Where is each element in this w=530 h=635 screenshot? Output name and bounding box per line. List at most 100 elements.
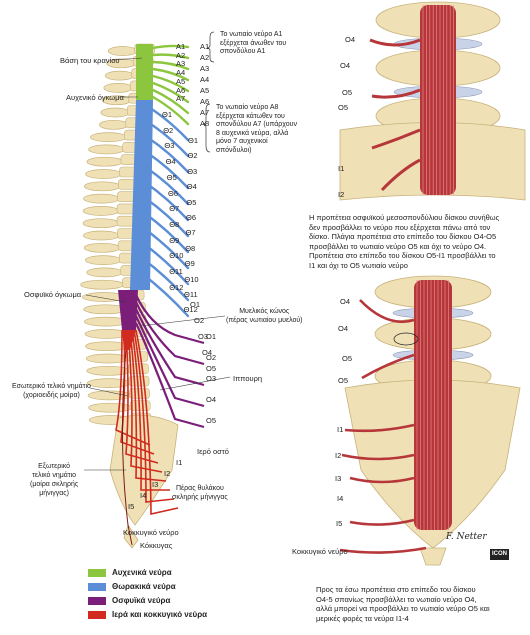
exiting-nerve <box>341 453 415 461</box>
leader-line <box>111 57 143 61</box>
exiting-nerve <box>349 518 415 526</box>
thoracic-nerve <box>145 166 190 206</box>
legend-label-sacral: Ιερά και κοκκυγικό νεύρα <box>112 610 208 619</box>
legend-label-lumbar: Οσφυϊκά νεύρα <box>112 596 171 605</box>
vertebra-process <box>84 255 122 265</box>
vertebra-process <box>86 267 124 278</box>
icon-logo: ICON <box>490 549 509 560</box>
vertebra-label-0: Α1 <box>176 42 186 51</box>
sacral-nerve <box>120 329 155 455</box>
nerve-label-15: Θ8 <box>185 243 196 253</box>
thoracic-nerve <box>140 256 190 302</box>
leader-line <box>89 387 129 397</box>
vertebra-label-19: Ο1 <box>190 300 201 309</box>
bottom-label-0: Ο4 <box>340 297 351 306</box>
vertebra-label-18: Θ12 <box>169 282 184 292</box>
disc-protrusion-marker <box>393 332 419 346</box>
lumbar-nerve <box>135 301 205 366</box>
exiting-nerve <box>361 353 415 380</box>
vertebra-label-14: Θ8 <box>169 219 180 229</box>
vertebra-label-12: Θ6 <box>168 188 179 198</box>
exiting-nerve <box>369 38 421 47</box>
bottom-label-4: Ι1 <box>337 425 344 434</box>
bracket-a8 <box>202 103 211 153</box>
bottom-label-8: Ι5 <box>336 519 343 528</box>
nerve-label-4: Α5 <box>200 86 210 95</box>
cervical-nerve <box>151 95 190 126</box>
sacral-nerve <box>127 329 163 473</box>
vertebra-label-13: Θ7 <box>169 204 180 214</box>
bottom-label-3: Ο5 <box>338 376 349 385</box>
nerve-label-23: Ο4 <box>206 395 217 404</box>
coccyx-label: Κόκκυγας <box>140 541 173 550</box>
bracket-a1 <box>206 31 215 63</box>
bottom-label-5: Ι2 <box>335 451 342 460</box>
top-panel-caption: Η προπέτεια οσφυϊκού μεσοσπονδύλιου δίσκ… <box>309 213 500 270</box>
sacral-nerve <box>133 329 175 503</box>
vertebra-process <box>83 230 120 241</box>
base-of-skull-label: Βάση του κρανίου <box>60 56 120 65</box>
vertebra-label-2: Α3 <box>176 59 186 69</box>
netter-signature: F. Netter <box>446 532 487 542</box>
sacral-nerve <box>129 329 167 482</box>
filum-terminale <box>121 349 133 546</box>
nerve-label-24: Ο5 <box>206 416 217 425</box>
sacrum-label: Ιερό οστό <box>197 447 229 456</box>
lumbar-nerve <box>135 308 205 387</box>
cervical-nerve <box>151 81 190 104</box>
thoracic-nerve <box>144 196 190 238</box>
nerve-label-0: Α1 <box>200 42 210 51</box>
thoracic-nerve <box>141 241 190 286</box>
thoracic-nerve <box>146 151 190 190</box>
nerve-label-12: Θ5 <box>186 197 197 207</box>
vertebra-process <box>86 156 124 167</box>
vertebra-label-24: Ι1 <box>176 458 183 467</box>
cauda-bundle <box>414 280 452 530</box>
nerve-label-10: Θ3 <box>187 166 198 176</box>
lumbar-enlargement-label: Οσφυϊκό όγκωμα <box>24 290 82 299</box>
legend-swatch-sacral <box>88 611 106 619</box>
bottom-panel-caption: Προς τα έσω προπέτεια στο επίπεδο του δί… <box>316 585 490 623</box>
vertebra-process <box>107 46 138 56</box>
vertebra-process <box>90 132 127 142</box>
cervical-segment <box>136 44 153 102</box>
vertebra-process <box>88 402 133 413</box>
vertebra-label-8: Θ2 <box>163 125 174 135</box>
vertebra-process <box>86 365 131 376</box>
note-a1: Το νωτιαίο νεύρο Α1 εξέρχεται άνωθεν του… <box>220 31 287 55</box>
lumbar-nerve <box>135 315 205 408</box>
vertebra-label-9: Θ3 <box>164 141 175 151</box>
nerve-label-5: Α6 <box>200 97 210 106</box>
nerve-label-14: Θ7 <box>185 228 196 238</box>
coccyx <box>419 547 447 566</box>
thoracic-nerve <box>148 106 190 142</box>
nerve-label-8: Θ1 <box>188 136 199 145</box>
nerve-label-9: Θ2 <box>187 151 198 161</box>
nerve-label-1: Α2 <box>200 53 210 62</box>
nerve-label-6: Α7 <box>200 108 210 117</box>
cauda-equina-label: Ιππουρη <box>233 374 263 383</box>
vertebra-label-20: Ο2 <box>194 316 205 325</box>
vertebra-process <box>88 144 125 155</box>
nerve-label-7: Α8 <box>200 119 210 128</box>
exiting-nerve <box>349 476 415 484</box>
top-label-4: Ι1 <box>338 164 345 173</box>
vertebra-process <box>85 353 130 364</box>
lumbar-nerve <box>135 294 205 345</box>
thoracic-segment <box>130 100 153 290</box>
vertebra-label-15: Θ9 <box>169 235 180 245</box>
vertebra-process <box>82 206 120 216</box>
top-label-5: Ι2 <box>338 190 345 199</box>
thoracic-nerve <box>144 181 190 222</box>
vertebra-label-5: Α6 <box>176 85 186 95</box>
vertebra-label-4: Α5 <box>176 76 186 86</box>
vertebra-process <box>104 70 135 81</box>
thoracic-nerve <box>148 121 190 158</box>
cervical-nerve <box>151 88 190 115</box>
label-leader-lines <box>84 57 231 471</box>
bottom-label-7: Ι4 <box>337 494 344 503</box>
cervical-nerve <box>151 67 190 82</box>
vertebra-label-23: Ο5 <box>206 364 217 373</box>
vertebra-process <box>83 193 120 204</box>
